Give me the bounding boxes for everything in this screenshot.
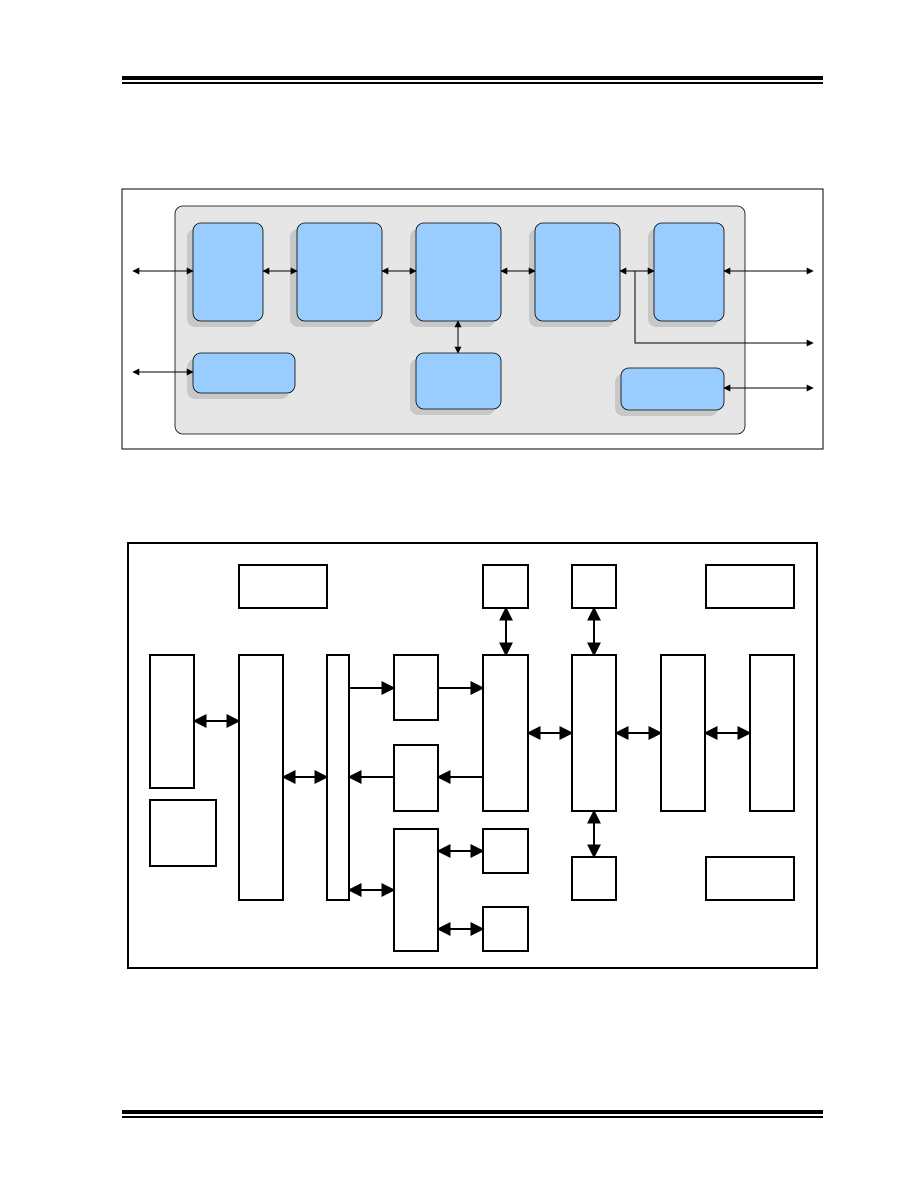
header-rule-thin — [122, 82, 823, 84]
block-6 — [192, 352, 296, 394]
box-bottom-right — [705, 856, 795, 901]
figure-1-connectors — [132, 267, 814, 392]
box-top-1 — [238, 564, 328, 609]
block-5 — [653, 222, 725, 322]
bus — [326, 654, 350, 901]
square-left — [149, 799, 217, 867]
mid-2 — [571, 654, 617, 812]
box-top-2 — [482, 564, 529, 609]
figure-2 — [127, 542, 818, 969]
block-8 — [620, 367, 725, 411]
col-1 — [660, 654, 706, 812]
low-2 — [482, 906, 529, 952]
block-4 — [534, 222, 621, 322]
block-2 — [296, 222, 383, 322]
block-3 — [415, 222, 502, 322]
block-1 — [192, 222, 264, 322]
figure-1 — [121, 188, 824, 450]
footer-rule-thick — [122, 1110, 823, 1114]
small-1 — [393, 654, 439, 721]
header-rule-thick — [122, 76, 823, 80]
arrow-branch-out — [634, 271, 814, 347]
box-top-4 — [705, 564, 795, 609]
low-3 — [571, 856, 617, 901]
tall-1 — [149, 654, 195, 789]
small-2 — [393, 744, 439, 812]
low-tall — [393, 828, 439, 952]
figure-2-connectors — [192, 606, 752, 936]
box-top-3 — [571, 564, 617, 609]
footer-rule-thin — [122, 1116, 823, 1118]
col-2 — [749, 654, 795, 812]
low-1 — [482, 828, 529, 874]
mid-1 — [482, 654, 529, 812]
block-7 — [415, 352, 502, 410]
tall-2 — [238, 654, 284, 901]
